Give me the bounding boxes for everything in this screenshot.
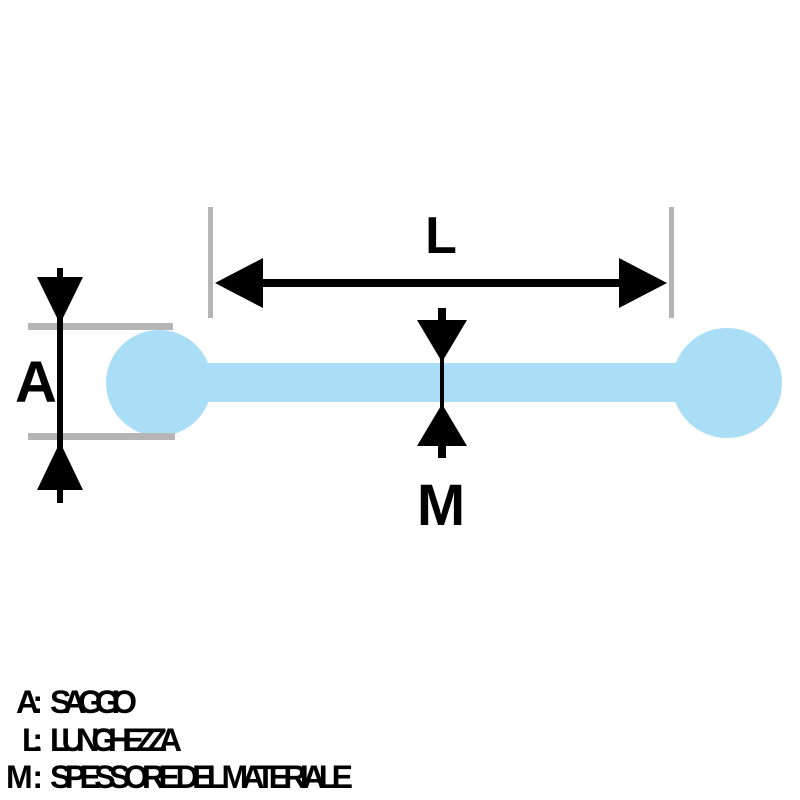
gauge-label: A	[15, 350, 57, 415]
thickness-arrowhead-up-icon	[417, 404, 467, 446]
thickness-arrowhead-down-icon	[417, 320, 467, 362]
gauge-guide-bottom	[28, 433, 175, 440]
legend-label-length: LUNGHEZZA	[50, 722, 182, 758]
length-label: L	[425, 207, 457, 265]
legend: A: SAGGIO L: LUNGHEZZA M: SPESSORE DEL M…	[6, 684, 353, 795]
legend-key-gauge: A:	[16, 684, 43, 720]
dimension-gauge: A	[15, 268, 175, 503]
gauge-guide-top	[28, 323, 173, 330]
length-arrowhead-left-icon	[215, 258, 263, 308]
barbell-ball-right	[672, 328, 782, 438]
length-tick-left	[208, 207, 213, 318]
barbell-ball-left	[106, 330, 212, 436]
dimension-length: L	[208, 207, 674, 318]
legend-label-thickness: SPESSORE DEL MATERIALE	[50, 759, 353, 795]
gauge-arrowhead-up-icon	[37, 442, 83, 490]
dimension-thickness: M	[417, 308, 467, 538]
length-arrowhead-right-icon	[619, 258, 667, 308]
thickness-stem-bottom	[438, 444, 446, 458]
length-tick-right	[669, 207, 674, 318]
thickness-label: M	[417, 473, 465, 538]
legend-key-length: L:	[22, 722, 43, 758]
thickness-line	[440, 358, 444, 407]
thickness-stem-top	[438, 308, 446, 322]
legend-key-thickness: M:	[6, 759, 43, 795]
legend-label-gauge: SAGGIO	[50, 684, 137, 720]
gauge-arrowhead-down-icon	[37, 277, 83, 324]
